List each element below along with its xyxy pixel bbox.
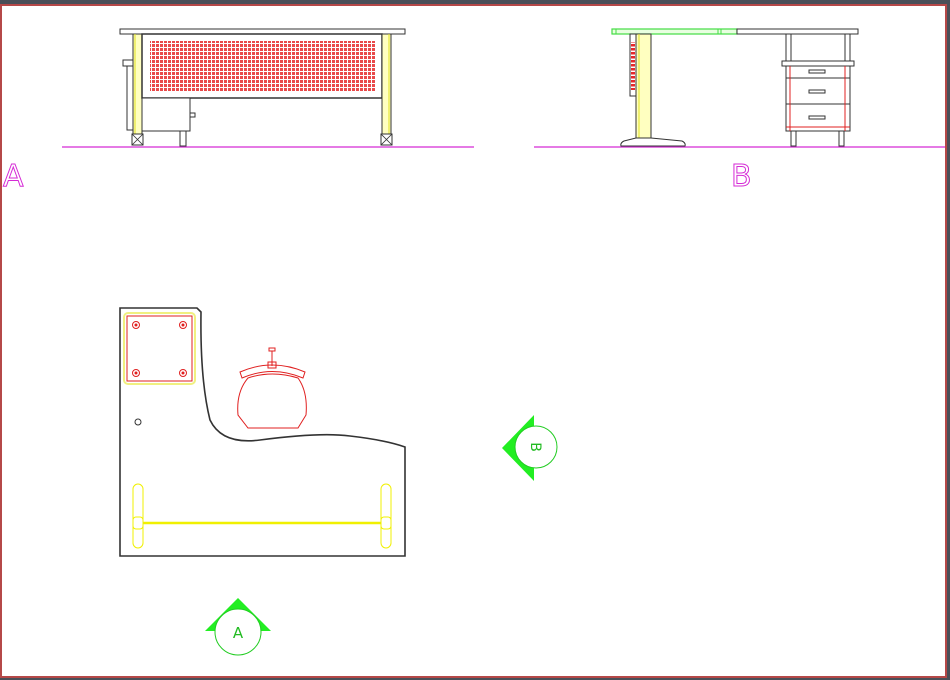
view-label-b: B bbox=[731, 159, 752, 194]
marker-letter-a: A bbox=[233, 624, 244, 642]
leg-left bbox=[132, 33, 143, 135]
view-label-a: A bbox=[3, 159, 24, 194]
chair bbox=[237, 347, 307, 429]
leg-right bbox=[381, 33, 392, 135]
plan-view bbox=[119, 307, 406, 557]
elevation-a bbox=[62, 28, 474, 148]
pedestal bbox=[785, 65, 851, 132]
marker-letter-b: B bbox=[527, 442, 543, 452]
section-marker-a[interactable]: A bbox=[205, 598, 271, 656]
section-marker-b[interactable]: B bbox=[502, 415, 558, 481]
t-leg bbox=[635, 33, 652, 139]
elevation-b bbox=[534, 28, 945, 148]
